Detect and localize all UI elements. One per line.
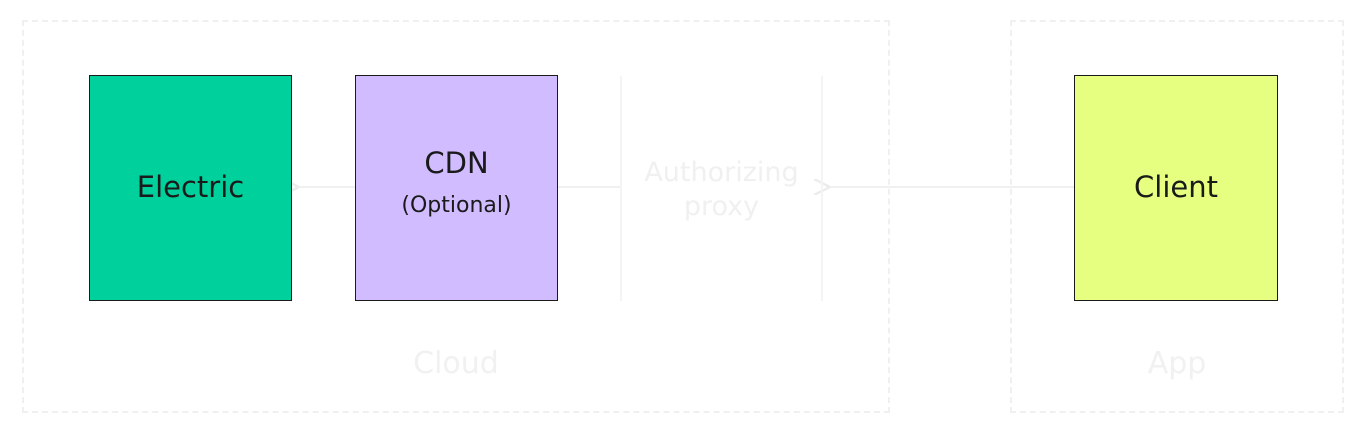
cdn-sublabel: (Optional) xyxy=(401,193,512,219)
authorizing-proxy-label: Authorizing proxy xyxy=(620,156,823,224)
cdn-label: CDN xyxy=(424,145,489,180)
cloud-group-label: Cloud xyxy=(413,346,499,381)
electric-label: Electric xyxy=(136,170,245,205)
authorizing-proxy-label-line2: proxy xyxy=(683,191,760,222)
app-group-label: App xyxy=(1147,346,1207,381)
cloud-group xyxy=(22,20,890,413)
cdn-node: CDN (Optional) xyxy=(355,75,558,301)
electric-node: Electric xyxy=(89,75,292,301)
authorizing-proxy-label-line1: Authorizing xyxy=(644,157,799,188)
authorizing-proxy-node xyxy=(620,76,823,301)
client-label: Client xyxy=(1134,170,1218,205)
app-group xyxy=(1010,20,1344,413)
client-node: Client xyxy=(1074,75,1278,301)
